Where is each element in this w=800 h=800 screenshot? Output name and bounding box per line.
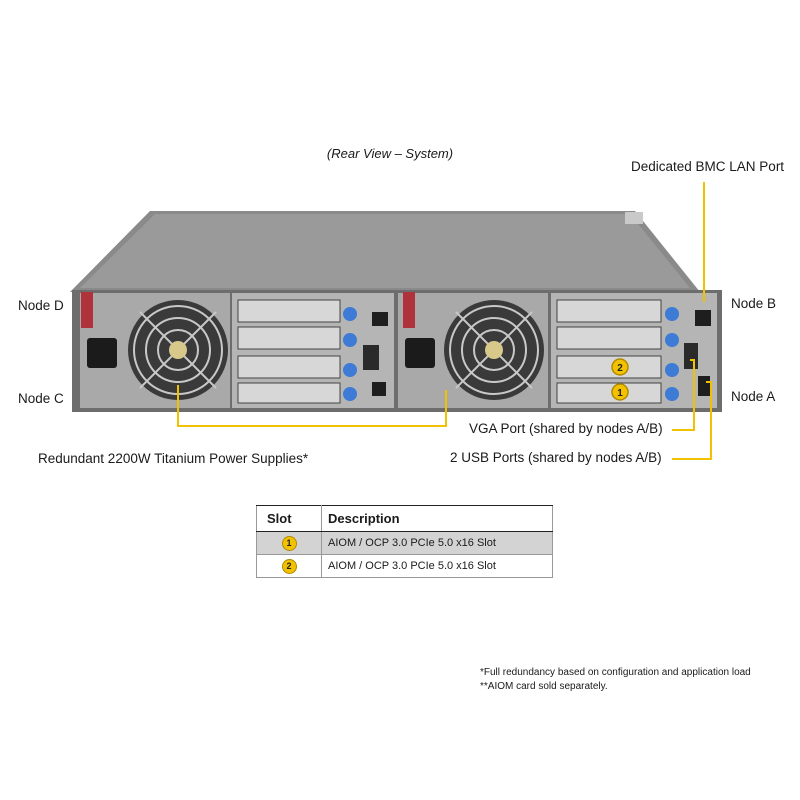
table-header-slot: Slot xyxy=(256,505,322,532)
bmc-port-icon xyxy=(695,310,711,326)
slot-cell: 1 xyxy=(256,531,322,555)
server-rear-view: 2 1 xyxy=(70,182,722,460)
expansion-left xyxy=(232,293,394,408)
slot-badge: 1 xyxy=(281,535,297,551)
vga-port-icon xyxy=(684,343,698,369)
slot-badge: 2 xyxy=(281,558,297,574)
expansion-right xyxy=(551,293,717,408)
slot-marker-2: 2 xyxy=(611,358,629,376)
psu-left xyxy=(80,292,230,408)
table-row: 2 AIOM / OCP 3.0 PCIe 5.0 x16 Slot xyxy=(256,554,553,578)
slot-table: Slot Description 1 AIOM / OCP 3.0 PCIe 5… xyxy=(256,505,553,578)
usb-ports-label: 2 USB Ports (shared by nodes A/B) xyxy=(450,450,662,465)
figure-caption: (Rear View – System) xyxy=(326,146,454,161)
svg-text:1: 1 xyxy=(617,388,623,399)
psu-callout-line xyxy=(177,385,447,427)
psu-right xyxy=(398,292,548,408)
usb-callout-line xyxy=(672,381,712,460)
description-cell: AIOM / OCP 3.0 PCIe 5.0 x16 Slot xyxy=(321,531,553,555)
slot-marker-1: 1 xyxy=(611,383,629,401)
node-a-label: Node A xyxy=(731,389,776,404)
footnote: **AIOM card sold separately. xyxy=(480,681,608,692)
footnote: *Full redundancy based on configuration … xyxy=(480,667,751,678)
node-b-label: Node B xyxy=(731,296,777,311)
psu-handle xyxy=(81,292,93,328)
slot-cell: 2 xyxy=(256,554,322,578)
psu-label: Redundant 2200W Titanium Power Supplies* xyxy=(38,451,309,466)
chassis-top-panel xyxy=(80,214,690,288)
table-header-description: Description xyxy=(321,505,553,532)
vga-callout-line xyxy=(672,359,695,431)
callout-lines xyxy=(177,182,712,460)
bmc-port-label: Dedicated BMC LAN Port xyxy=(631,159,785,174)
svg-text:2: 2 xyxy=(617,363,623,374)
description-cell: AIOM / OCP 3.0 PCIe 5.0 x16 Slot xyxy=(321,554,553,578)
vga-port-label: VGA Port (shared by nodes A/B) xyxy=(469,421,663,436)
node-d-label: Node D xyxy=(18,298,64,313)
node-c-label: Node C xyxy=(18,391,64,406)
usb-port-icon xyxy=(698,376,710,396)
table-row: 1 AIOM / OCP 3.0 PCIe 5.0 x16 Slot xyxy=(256,531,553,555)
power-inlet-icon xyxy=(87,338,117,368)
footnotes: *Full redundancy based on configuration … xyxy=(480,666,751,694)
table-header-row: Slot Description xyxy=(256,505,553,532)
